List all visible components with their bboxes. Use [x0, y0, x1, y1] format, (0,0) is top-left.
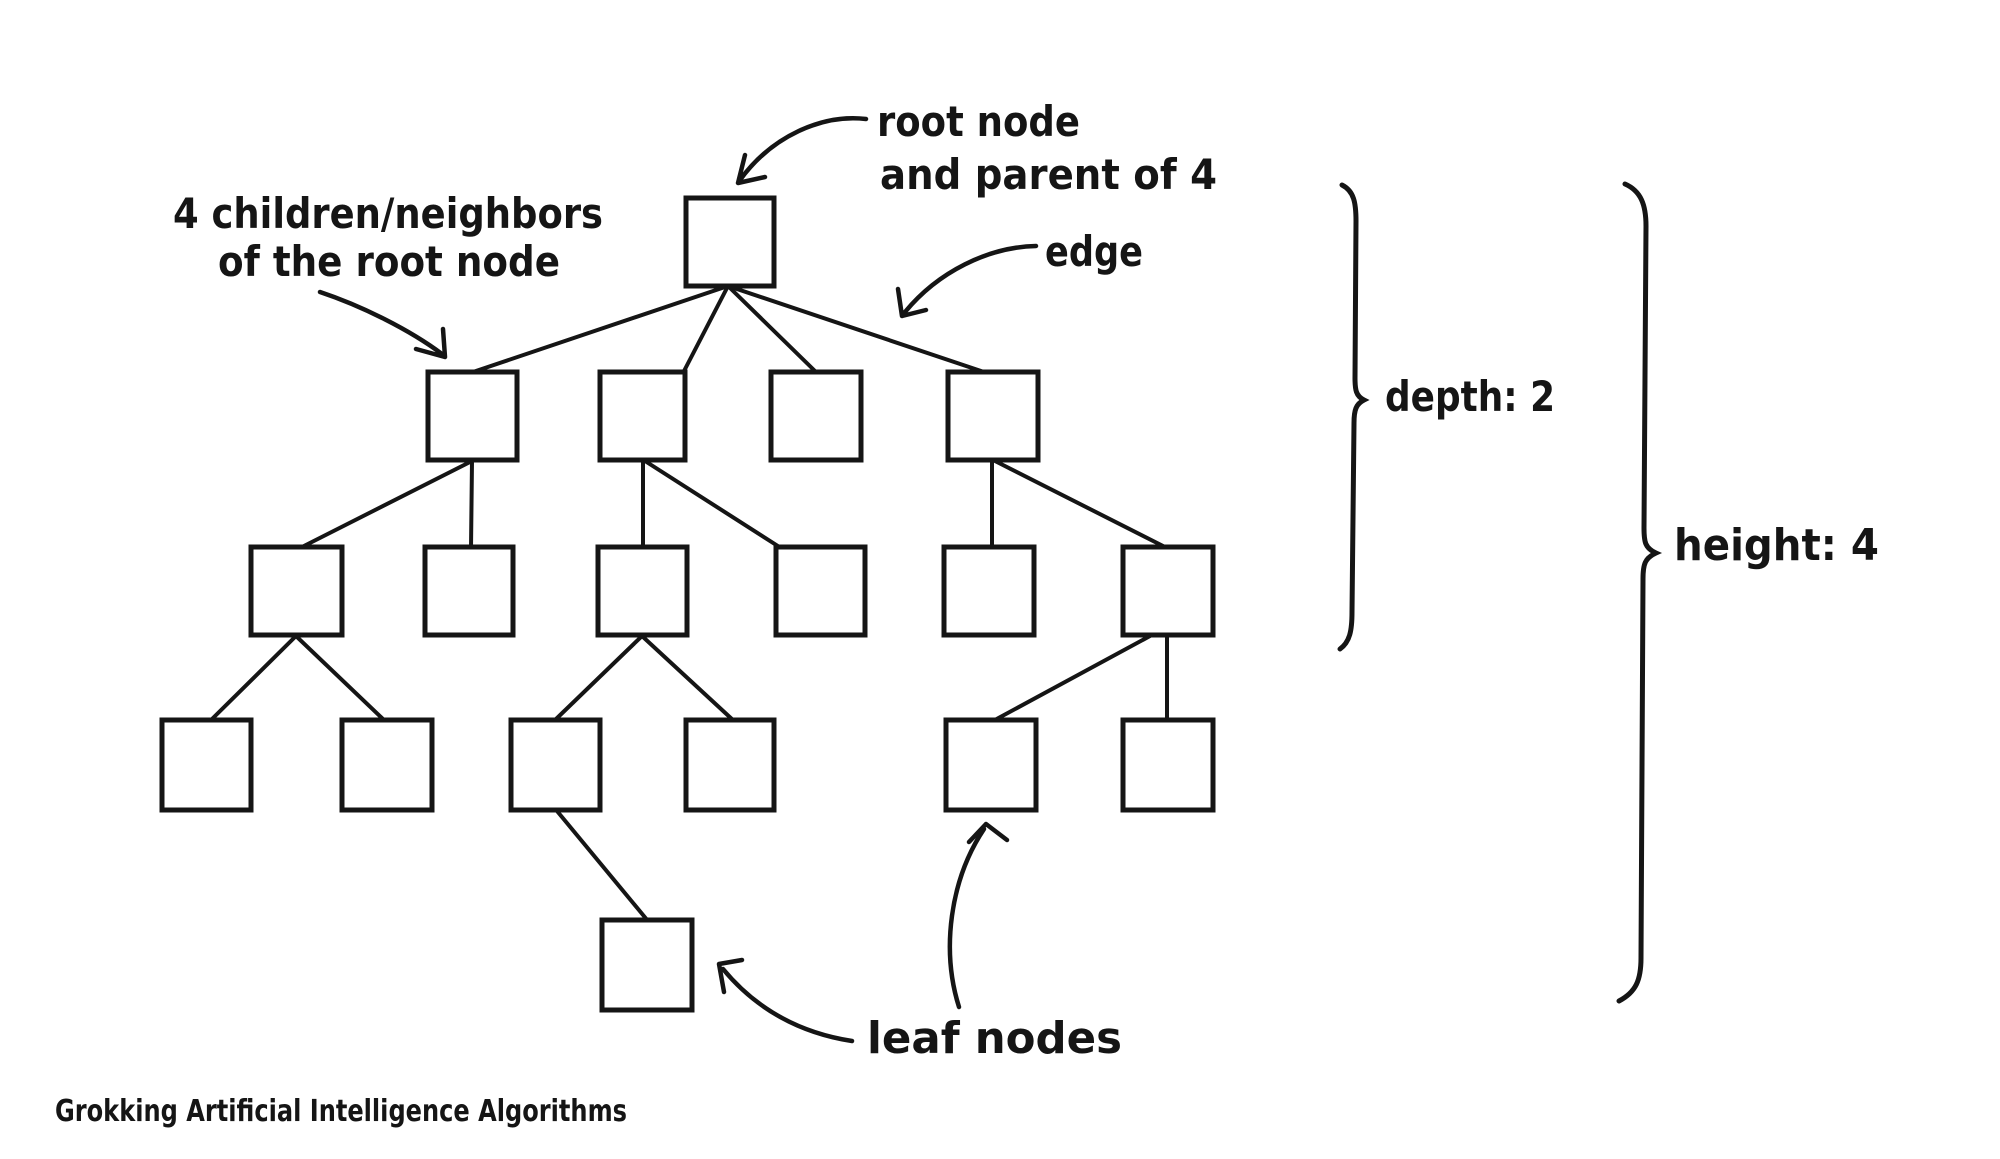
tree-edges [208, 284, 1169, 923]
depth-brace [1337, 182, 1370, 652]
annotation-labels: root node and parent of 4 4 children/nei… [55, 97, 1879, 1129]
edge-label: edge [1045, 227, 1143, 276]
tree-edge-L2-1-L3-2 [469, 459, 474, 550]
root-node-label-line1: root node [877, 97, 1080, 146]
tree-node-L4-1 [159, 717, 254, 813]
tree-node-L5-1-deepest-leaf [599, 917, 695, 1013]
tree-node-L3-1 [248, 544, 345, 638]
tree-edge-L3-3-L4-3 [552, 634, 644, 723]
height-brace [1616, 181, 1663, 1004]
tree-edge-L1-1-L2-2 [681, 284, 730, 375]
children-label-line2: of the root node [218, 237, 560, 286]
measure-braces [1337, 181, 1663, 1004]
edge-arrow [895, 243, 1039, 319]
children-label-line1: 4 children/neighbors [173, 189, 603, 238]
tree-node-L4-4 [683, 717, 777, 813]
tree-node-L3-4 [773, 544, 868, 638]
tree-nodes [159, 195, 1216, 1013]
tree-node-L4-2 [339, 717, 435, 813]
tree-edge-L3-3-L4-4 [640, 634, 736, 723]
tree-node-L2-3 [768, 369, 864, 463]
height-label: height: 4 [1674, 520, 1879, 571]
tree-node-L3-5 [941, 544, 1037, 638]
tree-edge-L2-1-L3-1 [298, 459, 474, 550]
tree-node-L4-3 [508, 717, 603, 813]
leaf-nodes-arrow-right [947, 821, 1010, 1010]
tree-edge-L3-1-L4-2 [294, 634, 387, 723]
root-node-arrow [735, 116, 869, 186]
tree-node-L1-1-root [683, 195, 777, 289]
tree-edge-L1-1-L2-4 [726, 284, 989, 375]
book-title-caption: Grokking Artificial Intelligence Algorit… [55, 1094, 627, 1129]
annotation-arrows [317, 116, 1039, 1044]
tree-node-L4-5 [943, 717, 1039, 813]
tree-node-L3-3 [595, 544, 690, 638]
tree-node-L2-4 [945, 369, 1041, 463]
tree-edge-L3-6-L4-5 [991, 634, 1152, 723]
leaf-nodes-label: leaf nodes [867, 1013, 1122, 1064]
root-node-label-line2: and parent of 4 [880, 150, 1217, 199]
tree-edge-L1-1-L2-1 [468, 284, 730, 375]
tree-node-L4-6 [1120, 717, 1216, 813]
tree-edge-L2-2-L3-4 [643, 459, 783, 550]
tree-edge-L2-4-L3-6 [993, 459, 1169, 550]
tree-node-L2-1 [425, 369, 520, 463]
tree-edge-L3-1-L4-1 [208, 634, 298, 723]
tree-node-L2-2 [597, 369, 688, 463]
tree-edge-L4-3-L5-1 [555, 809, 650, 923]
depth-label: depth: 2 [1385, 372, 1555, 421]
children-arrow [317, 289, 448, 360]
tree-node-L3-6 [1120, 544, 1216, 638]
leaf-nodes-arrow-left [716, 957, 855, 1044]
tree-node-L3-2 [422, 544, 516, 638]
tree-edge-L1-1-L2-3 [726, 284, 819, 375]
